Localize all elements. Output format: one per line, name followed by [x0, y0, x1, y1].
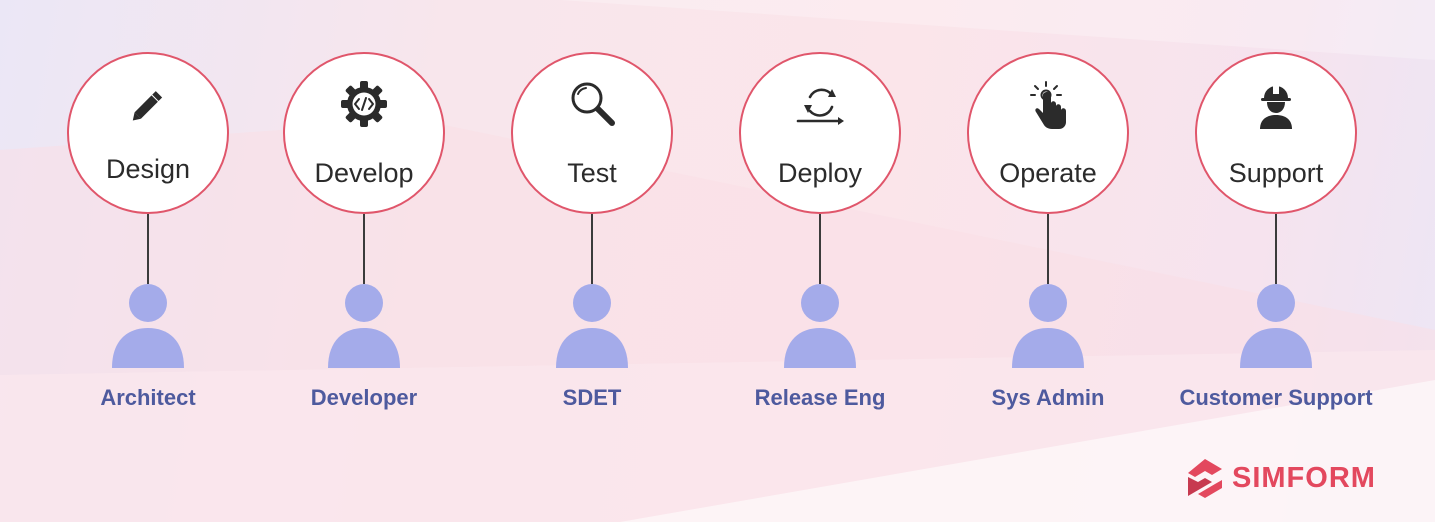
- connector-line: [1275, 214, 1277, 284]
- brand-logo: SIMFORM: [1186, 456, 1396, 500]
- person-icon: [556, 284, 628, 368]
- brand-name: SIMFORM: [1232, 461, 1376, 494]
- role-label: Release Eng: [754, 385, 886, 410]
- stage-label: Design: [105, 154, 191, 184]
- stage-circle: Test: [511, 52, 673, 214]
- stage-label: Develop: [314, 158, 414, 188]
- connector-line: [1047, 214, 1049, 284]
- simform-logo-icon: [1188, 459, 1222, 498]
- stage-operate: Operate Sys Admin: [950, 0, 1150, 430]
- person-icon: [1240, 284, 1312, 368]
- worker-helmet-icon: [1197, 82, 1355, 130]
- magnifier-icon: [513, 80, 671, 128]
- stage-circle: Operate: [967, 52, 1129, 214]
- connector-line: [147, 214, 149, 284]
- stage-circle: Develop: [283, 52, 445, 214]
- stage-test: Test SDET: [494, 0, 694, 430]
- stage-support: Support Customer Support: [1178, 0, 1378, 430]
- stage-deploy: Deploy Release Eng: [722, 0, 922, 430]
- pencil-icon: [69, 82, 227, 130]
- stage-design: Design Architect: [50, 0, 250, 430]
- connector-line: [591, 214, 593, 284]
- code-gear-icon: [285, 80, 443, 128]
- connector-line: [819, 214, 821, 284]
- person-icon: [112, 284, 184, 368]
- stage-circle: Support: [1195, 52, 1357, 214]
- stage-label: Operate: [999, 158, 1097, 188]
- stage-label: Deploy: [777, 158, 863, 188]
- cycle-arrows-icon: [741, 82, 899, 130]
- stage-label: Support: [1228, 158, 1324, 188]
- role-label: Sys Admin: [991, 385, 1105, 410]
- role-label: SDET: [562, 385, 622, 410]
- person-icon: [1012, 284, 1084, 368]
- role-label: Architect: [100, 385, 196, 410]
- connector-line: [363, 214, 365, 284]
- tap-hand-icon: [969, 81, 1127, 130]
- role-label: Developer: [310, 385, 418, 410]
- stage-circle: Design: [67, 52, 229, 214]
- stage-circle: Deploy: [739, 52, 901, 214]
- stage-label: Test: [567, 158, 617, 188]
- person-icon: [784, 284, 856, 368]
- role-label: Customer Support: [1179, 385, 1373, 410]
- stage-develop: Develop Developer: [266, 0, 466, 430]
- person-icon: [328, 284, 400, 368]
